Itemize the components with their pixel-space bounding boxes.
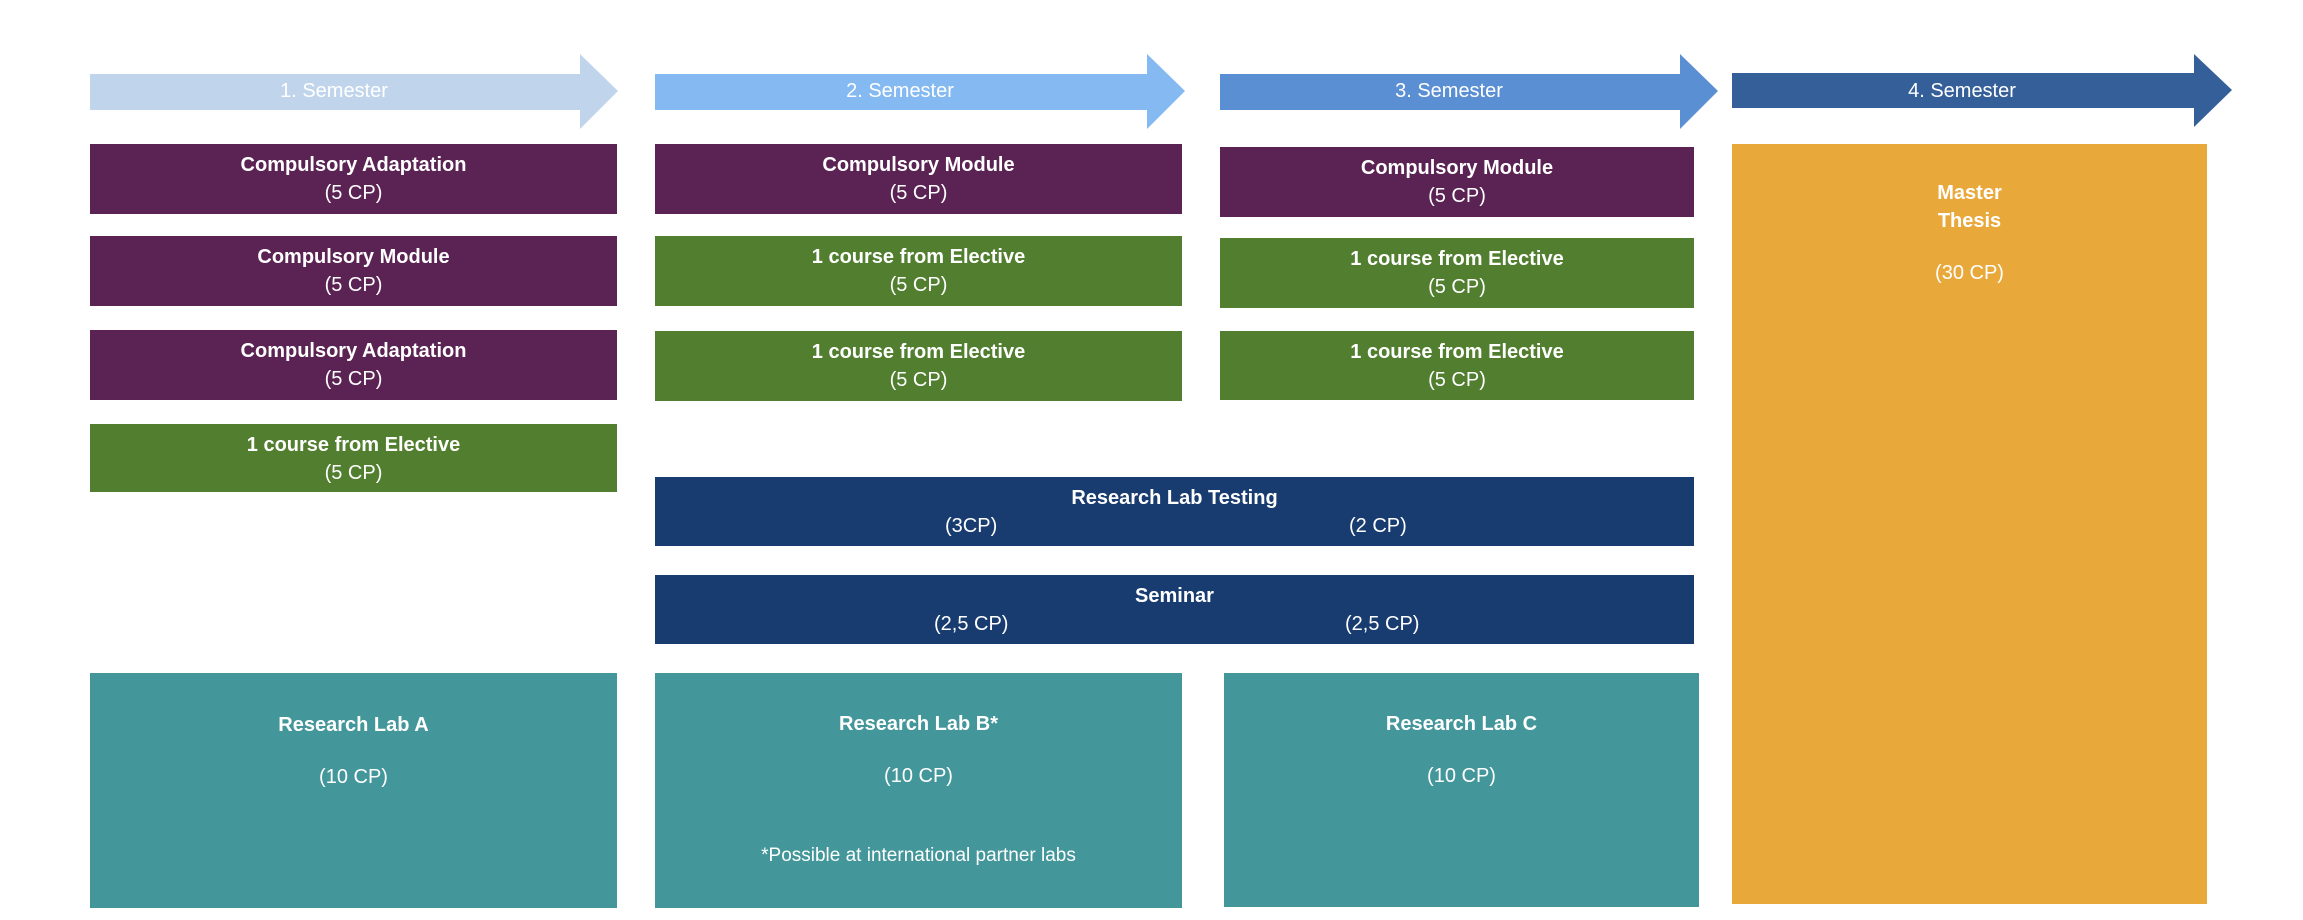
lab-note: *Possible at international partner labs xyxy=(761,845,1076,866)
lab-title: Research Lab B* xyxy=(839,713,998,735)
arrow-shape-2 xyxy=(655,54,1185,129)
arrow-shape-4 xyxy=(1732,54,2232,127)
seminar-cp-left: (2,5 CP) xyxy=(934,613,1009,635)
research-testing-cp-right: (2 CP) xyxy=(1349,515,1407,537)
research-lab-a-box: Research Lab A (10 CP) xyxy=(90,673,617,908)
module-box: Compulsory Module (5 CP) xyxy=(1220,147,1694,217)
module-title: 1 course from Elective xyxy=(811,246,1026,268)
module-title: 1 course from Elective xyxy=(1350,248,1564,270)
semester-arrow-3: 3. Semester xyxy=(1220,54,1718,129)
module-cp: (5 CP) xyxy=(889,369,948,391)
module-title: 1 course from Elective xyxy=(1350,341,1564,363)
module-box: Compulsory Module (5 CP) xyxy=(655,144,1182,214)
module-box: Compulsory Module (5 CP) xyxy=(90,236,617,306)
semester-label: 2. Semester xyxy=(846,80,954,102)
module-cp: (5 CP) xyxy=(889,182,948,204)
semester-label: 3. Semester xyxy=(1395,80,1503,102)
master-thesis-box: Master Thesis (30 CP) xyxy=(1732,144,2207,904)
research-lab-c-box: Research Lab C (10 CP) xyxy=(1224,673,1699,907)
module-cp: (5 CP) xyxy=(324,462,383,484)
semester-label: 1. Semester xyxy=(280,80,388,102)
module-title: 1 course from Elective xyxy=(246,434,461,456)
module-cp: (5 CP) xyxy=(324,368,383,390)
seminar-cp-right: (2,5 CP) xyxy=(1345,613,1420,635)
module-cp: (5 CP) xyxy=(1428,185,1486,207)
semester-arrow-1: 1. Semester xyxy=(90,54,618,129)
lab-title: Research Lab C xyxy=(1385,713,1538,735)
lab-cp: (10 CP) xyxy=(1427,765,1496,787)
module-box: 1 course from Elective (5 CP) xyxy=(655,236,1182,306)
semester-arrow-4: 4. Semester xyxy=(1732,54,2232,129)
module-title: Compulsory Adaptation xyxy=(240,340,467,362)
module-title: Compulsory Module xyxy=(1360,157,1554,179)
seminar-title: Seminar xyxy=(1135,585,1214,607)
arrow-shape-1 xyxy=(90,54,618,129)
thesis-title-line1: Master xyxy=(1937,182,2002,204)
module-box: Compulsory Adaptation (5 CP) xyxy=(90,144,617,214)
module-box: 1 course from Elective (5 CP) xyxy=(1220,331,1694,400)
thesis-title-line2: Thesis xyxy=(1937,210,2002,232)
module-cp: (5 CP) xyxy=(1428,369,1486,391)
module-title: Compulsory Adaptation xyxy=(240,154,467,176)
research-lab-b-box: Research Lab B* (10 CP) *Possible at int… xyxy=(655,673,1182,908)
module-title: Compulsory Module xyxy=(822,154,1015,176)
research-testing-title: Research Lab Testing xyxy=(1071,487,1278,509)
arrow-shape-3 xyxy=(1220,54,1718,129)
module-cp: (5 CP) xyxy=(889,274,948,296)
module-box: 1 course from Elective (5 CP) xyxy=(1220,238,1694,308)
module-box: Compulsory Adaptation (5 CP) xyxy=(90,330,617,400)
thesis-cp: (30 CP) xyxy=(1935,262,2004,284)
lab-cp: (10 CP) xyxy=(884,765,953,787)
module-title: 1 course from Elective xyxy=(811,341,1026,363)
research-testing-cp-left: (3CP) xyxy=(945,515,998,537)
module-cp: (5 CP) xyxy=(1428,276,1486,298)
module-cp: (5 CP) xyxy=(324,182,383,204)
semester-arrow-2: 2. Semester xyxy=(655,54,1185,129)
module-box: 1 course from Elective (5 CP) xyxy=(90,424,617,492)
lab-cp: (10 CP) xyxy=(319,766,388,788)
semester-label: 4. Semester xyxy=(1908,80,2016,102)
module-box: 1 course from Elective (5 CP) xyxy=(655,331,1182,401)
module-title: Compulsory Module xyxy=(257,246,450,268)
research-lab-testing-box: Research Lab Testing (3CP) (2 CP) xyxy=(655,477,1694,546)
seminar-box: Seminar (2,5 CP) (2,5 CP) xyxy=(655,575,1694,644)
module-cp: (5 CP) xyxy=(324,274,383,296)
lab-title: Research Lab A xyxy=(278,714,429,736)
